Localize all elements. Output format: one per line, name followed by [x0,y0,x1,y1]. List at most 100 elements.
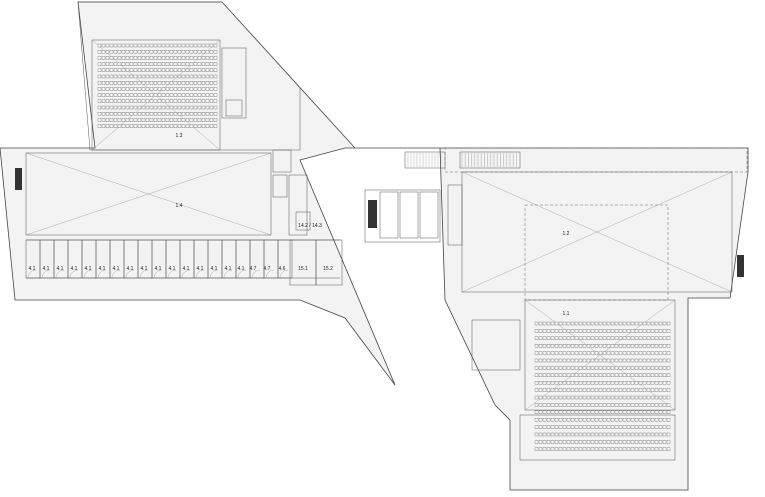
seat [542,388,547,392]
seat [570,440,575,444]
seat [558,366,563,370]
seat [642,395,647,400]
seat [594,358,599,363]
seat [137,93,142,97]
seat [554,425,559,429]
seat [113,81,118,85]
seat [149,87,154,91]
seat [622,395,627,400]
seat [538,351,543,355]
seat [594,381,599,385]
seat [594,329,599,333]
seat [193,62,198,66]
seat [113,68,118,72]
seat [189,87,194,91]
room-label-4-1: 4.1 [71,266,78,272]
seat [658,358,663,363]
seat [97,74,102,79]
seat [153,43,158,48]
seat [109,68,114,72]
seat [654,395,659,400]
seat [161,112,166,116]
seat [129,81,134,85]
seat [169,112,174,116]
seat [149,93,154,97]
seat [638,403,643,407]
seat [153,99,158,103]
seat [209,62,214,66]
seat [121,74,126,79]
seat [642,425,647,429]
seat [201,50,206,54]
seat [189,50,194,54]
seat [558,351,563,355]
seat [574,351,579,355]
seat [630,440,635,444]
seat [606,388,611,392]
seat [578,344,583,348]
seat [197,112,202,116]
seat [594,418,599,422]
seat [590,344,595,348]
seat [197,74,202,79]
seat [666,381,671,385]
seat [586,351,591,355]
seat [570,418,575,422]
seat [610,388,615,392]
seat [582,418,587,422]
seat [582,373,587,377]
room-label-4-1: 4.1 [183,266,190,272]
seat [582,388,587,392]
seat [638,418,643,422]
seat [606,395,611,400]
seat [578,403,583,407]
seat [165,87,170,91]
seat [125,56,130,60]
seat [646,425,651,429]
seat [133,118,138,122]
seat [598,410,603,414]
seat [542,395,547,400]
seat [141,124,146,128]
seat [638,336,643,340]
seat [634,358,639,363]
seat [610,418,615,422]
seat [574,381,579,385]
seat [574,388,579,392]
seat [161,81,166,85]
seat [542,403,547,407]
seat [209,118,214,122]
seat [185,93,190,97]
seat [113,56,118,60]
seat [542,344,547,348]
seat [654,321,659,326]
seat [590,381,595,385]
seat [650,351,655,355]
seat [610,336,615,340]
seat [193,118,198,122]
seat [646,351,651,355]
seat [630,351,635,355]
seat [181,74,186,79]
seat [153,87,158,91]
seat [622,432,627,437]
seat [598,447,603,451]
seat [626,381,631,385]
seat [558,388,563,392]
seat [638,381,643,385]
seat [622,418,627,422]
door-swing [83,269,93,279]
seat [193,99,198,103]
seat [177,93,182,97]
seat [141,87,146,91]
seat [610,395,615,400]
seat [546,336,551,340]
seat [662,440,667,444]
seat [646,321,651,326]
seat [550,336,555,340]
seat [650,336,655,340]
seat [181,68,186,72]
seat [634,329,639,333]
seat [618,388,623,392]
seat [654,447,659,451]
